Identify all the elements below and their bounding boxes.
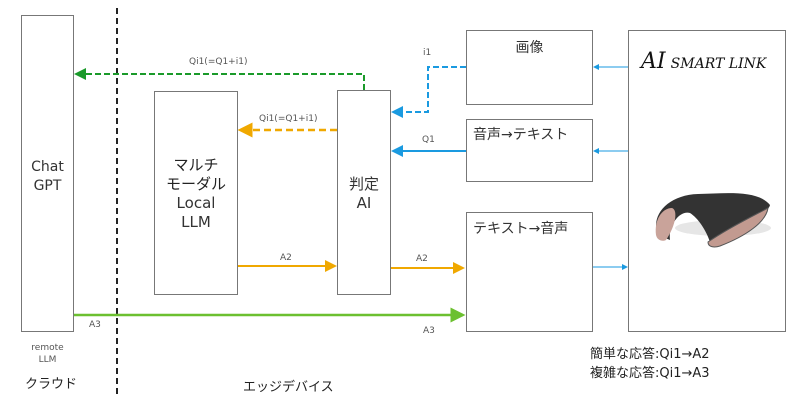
chatgpt-line1: Chat (31, 159, 64, 175)
neckband-device-image (655, 193, 771, 248)
stt-module-label: 音声→テキスト (473, 127, 569, 143)
stt-module-box: 音声→テキスト (466, 119, 593, 182)
local-llm-line2: モーダル (165, 175, 226, 193)
local-llm-line3: Local (176, 194, 216, 212)
chatgpt-box: Chat GPT (21, 15, 74, 332)
arrow-i1 (391, 66, 466, 118)
response-notes: 簡単な応答:Qi1→A2 複雑な応答:Qi1→A3 (590, 345, 710, 383)
judge-line2: AI (356, 194, 372, 212)
remote-line1: remote (31, 343, 64, 353)
remote-line2: LLM (38, 355, 57, 365)
label-qi1-local: Qi1(=Q1+i1) (259, 114, 318, 124)
local-llm-box: マルチ モーダル Local LLM (154, 91, 238, 295)
brand-smart-link: SMART LINK (670, 56, 767, 72)
tts-module-box: テキスト→音声 (466, 212, 593, 332)
image-module-box: 画像 (466, 30, 593, 105)
image-module-label: 画像 (515, 40, 544, 56)
tts-module-label: テキスト→音声 (473, 221, 569, 237)
local-llm-line4: LLM (181, 213, 211, 231)
label-a3-right: A3 (423, 326, 435, 336)
label-q1: Q1 (422, 135, 435, 145)
judge-ai-box: 判定 AI (337, 90, 391, 295)
ai-smart-link-device-box: AI SMART LINK (628, 30, 786, 332)
label-a2-local: A2 (280, 253, 292, 263)
label-a2-tts: A2 (416, 254, 428, 264)
note-complex: 複雑な応答:Qi1→A3 (590, 366, 710, 381)
judge-line1: 判定 (348, 175, 379, 193)
device-brand: AI SMART LINK (641, 49, 766, 74)
cloud-region-label: クラウド (25, 377, 78, 392)
chatgpt-line2: GPT (33, 178, 62, 194)
note-simple: 簡単な応答:Qi1→A2 (590, 347, 710, 362)
label-i1: i1 (423, 48, 432, 58)
brand-ai: AI (641, 49, 666, 74)
label-a3-left: A3 (89, 320, 101, 330)
remote-llm-label: remote LLM (25, 342, 70, 366)
local-llm-line1: マルチ (173, 156, 219, 174)
label-qi1-cloud: Qi1(=Q1+i1) (189, 57, 248, 67)
edge-region-label: エッジデバイス (243, 380, 334, 395)
arrow-qi1-cloud (74, 68, 365, 90)
